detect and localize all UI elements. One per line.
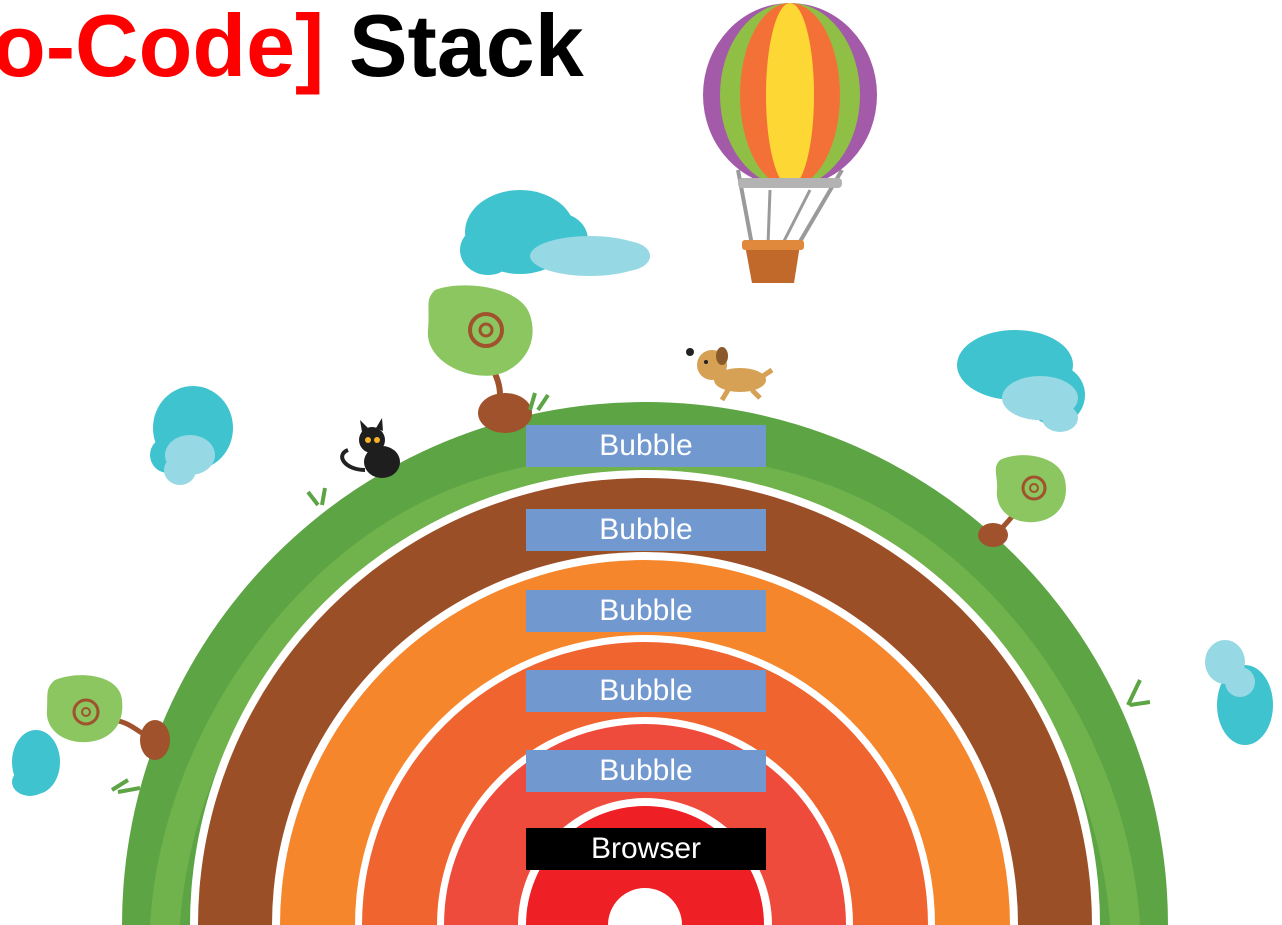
tree-icon <box>46 675 170 760</box>
cloud-icon <box>460 190 650 276</box>
title-accent: o-Code] <box>0 0 325 95</box>
bubble-layer-label: Bubble <box>526 509 766 551</box>
cloud-icon <box>150 386 233 485</box>
grass-tuft-icon <box>110 392 1151 794</box>
cloud-icon <box>1205 640 1273 745</box>
bubble-layer-label: Bubble <box>526 750 766 792</box>
bubble-layer-label: Bubble <box>526 590 766 632</box>
hot-air-balloon-icon <box>703 3 877 283</box>
slide-title: o-Code] Stack <box>0 0 584 96</box>
rainbow-center <box>608 888 682 925</box>
title-main: Stack <box>324 0 584 95</box>
tree-icon <box>427 285 533 433</box>
tree-icon <box>978 455 1066 547</box>
cloud-icon <box>957 330 1085 432</box>
cat-icon <box>340 418 400 478</box>
bubble-layer-label: Bubble <box>526 670 766 712</box>
browser-layer-label: Browser <box>526 828 766 870</box>
cloud-icon <box>12 730 60 796</box>
dog-icon <box>686 347 774 402</box>
bubble-layer-label: Bubble <box>526 425 766 467</box>
